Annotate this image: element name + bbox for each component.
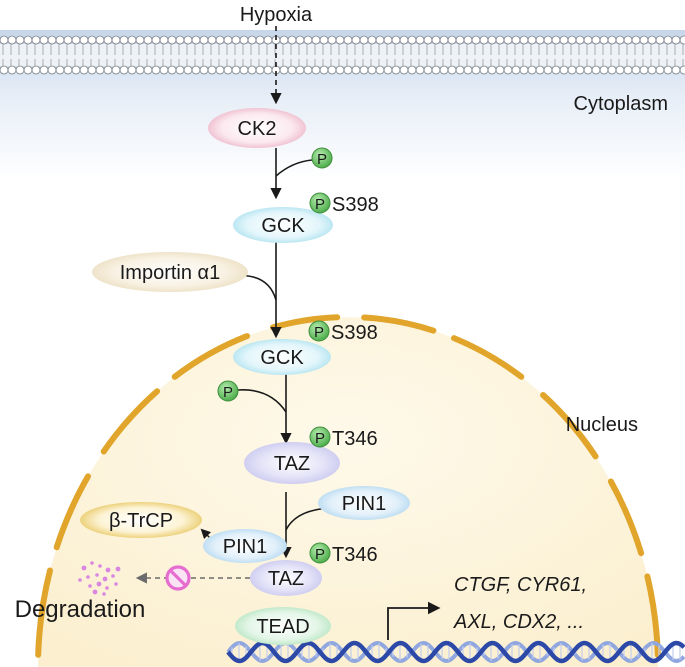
inhibit-icon: [165, 565, 191, 591]
phospho-group-gck-nucleus: P: [308, 320, 330, 342]
svg-text:P: P: [314, 324, 324, 341]
nuclear-envelope: [35, 314, 661, 658]
degradation-fragments-icon: [78, 561, 121, 596]
phospho-group-free-1: P: [311, 147, 333, 169]
taz-bound-site-label: T346: [332, 544, 378, 566]
svg-text:P: P: [315, 196, 325, 213]
degradation-label: Degradation: [15, 596, 146, 623]
taz-bound-label: TAZ: [268, 568, 304, 590]
taz-site-label: T346: [332, 428, 378, 450]
gck-nuclear-site-label: S398: [331, 322, 378, 344]
svg-text:P: P: [315, 430, 325, 447]
importin-protein: Importin α1: [92, 252, 248, 292]
gck-nuclear-label: GCK: [260, 347, 304, 369]
gck-protein-nucleus: GCK: [233, 339, 331, 375]
pin1-protein-bound: PIN1: [203, 529, 287, 563]
taz-label: TAZ: [274, 453, 310, 475]
importin-label: Importin α1: [120, 262, 221, 284]
target-genes-line2: AXL, CDX2, ...: [453, 611, 584, 633]
tead-label: TEAD: [256, 616, 309, 638]
gck-site-label: S398: [332, 194, 379, 216]
phospho-group-free-2: P: [217, 380, 239, 402]
cell-membrane: [0, 35, 685, 75]
phospho-add-arc-2: [237, 389, 287, 413]
pin1-label: PIN1: [342, 493, 386, 515]
phospho-add-arc-1: [275, 159, 313, 177]
gck-protein-cytoplasm: GCK: [233, 207, 333, 243]
svg-text:P: P: [315, 546, 325, 563]
cytoplasm-label: Cytoplasm: [574, 93, 668, 115]
phospho-group-taz: P: [309, 426, 331, 448]
ck2-label: CK2: [238, 118, 277, 140]
btrcp-label: β-TrCP: [109, 510, 173, 532]
target-genes-line1: CTGF, CYR61,: [454, 574, 587, 596]
gck-label: GCK: [261, 215, 305, 237]
phospho-group-taz-bound: P: [309, 542, 331, 564]
ck2-protein: CK2: [208, 108, 306, 148]
hypoxia-label: Hypoxia: [240, 4, 313, 26]
nucleus-label: Nucleus: [566, 414, 638, 436]
phospho-group-gck: P: [309, 192, 331, 214]
pin1-bound-label: PIN1: [223, 536, 267, 558]
taz-protein: TAZ: [244, 442, 340, 484]
btrcp-protein: β-TrCP: [80, 502, 202, 538]
pin1-protein-free: PIN1: [318, 486, 410, 520]
tead-protein: TEAD: [235, 607, 331, 645]
dna-helix: [226, 640, 685, 664]
taz-protein-bound: TAZ: [250, 560, 322, 596]
svg-text:P: P: [317, 151, 327, 168]
transcription-arrow: [387, 601, 441, 640]
svg-text:P: P: [223, 384, 233, 401]
